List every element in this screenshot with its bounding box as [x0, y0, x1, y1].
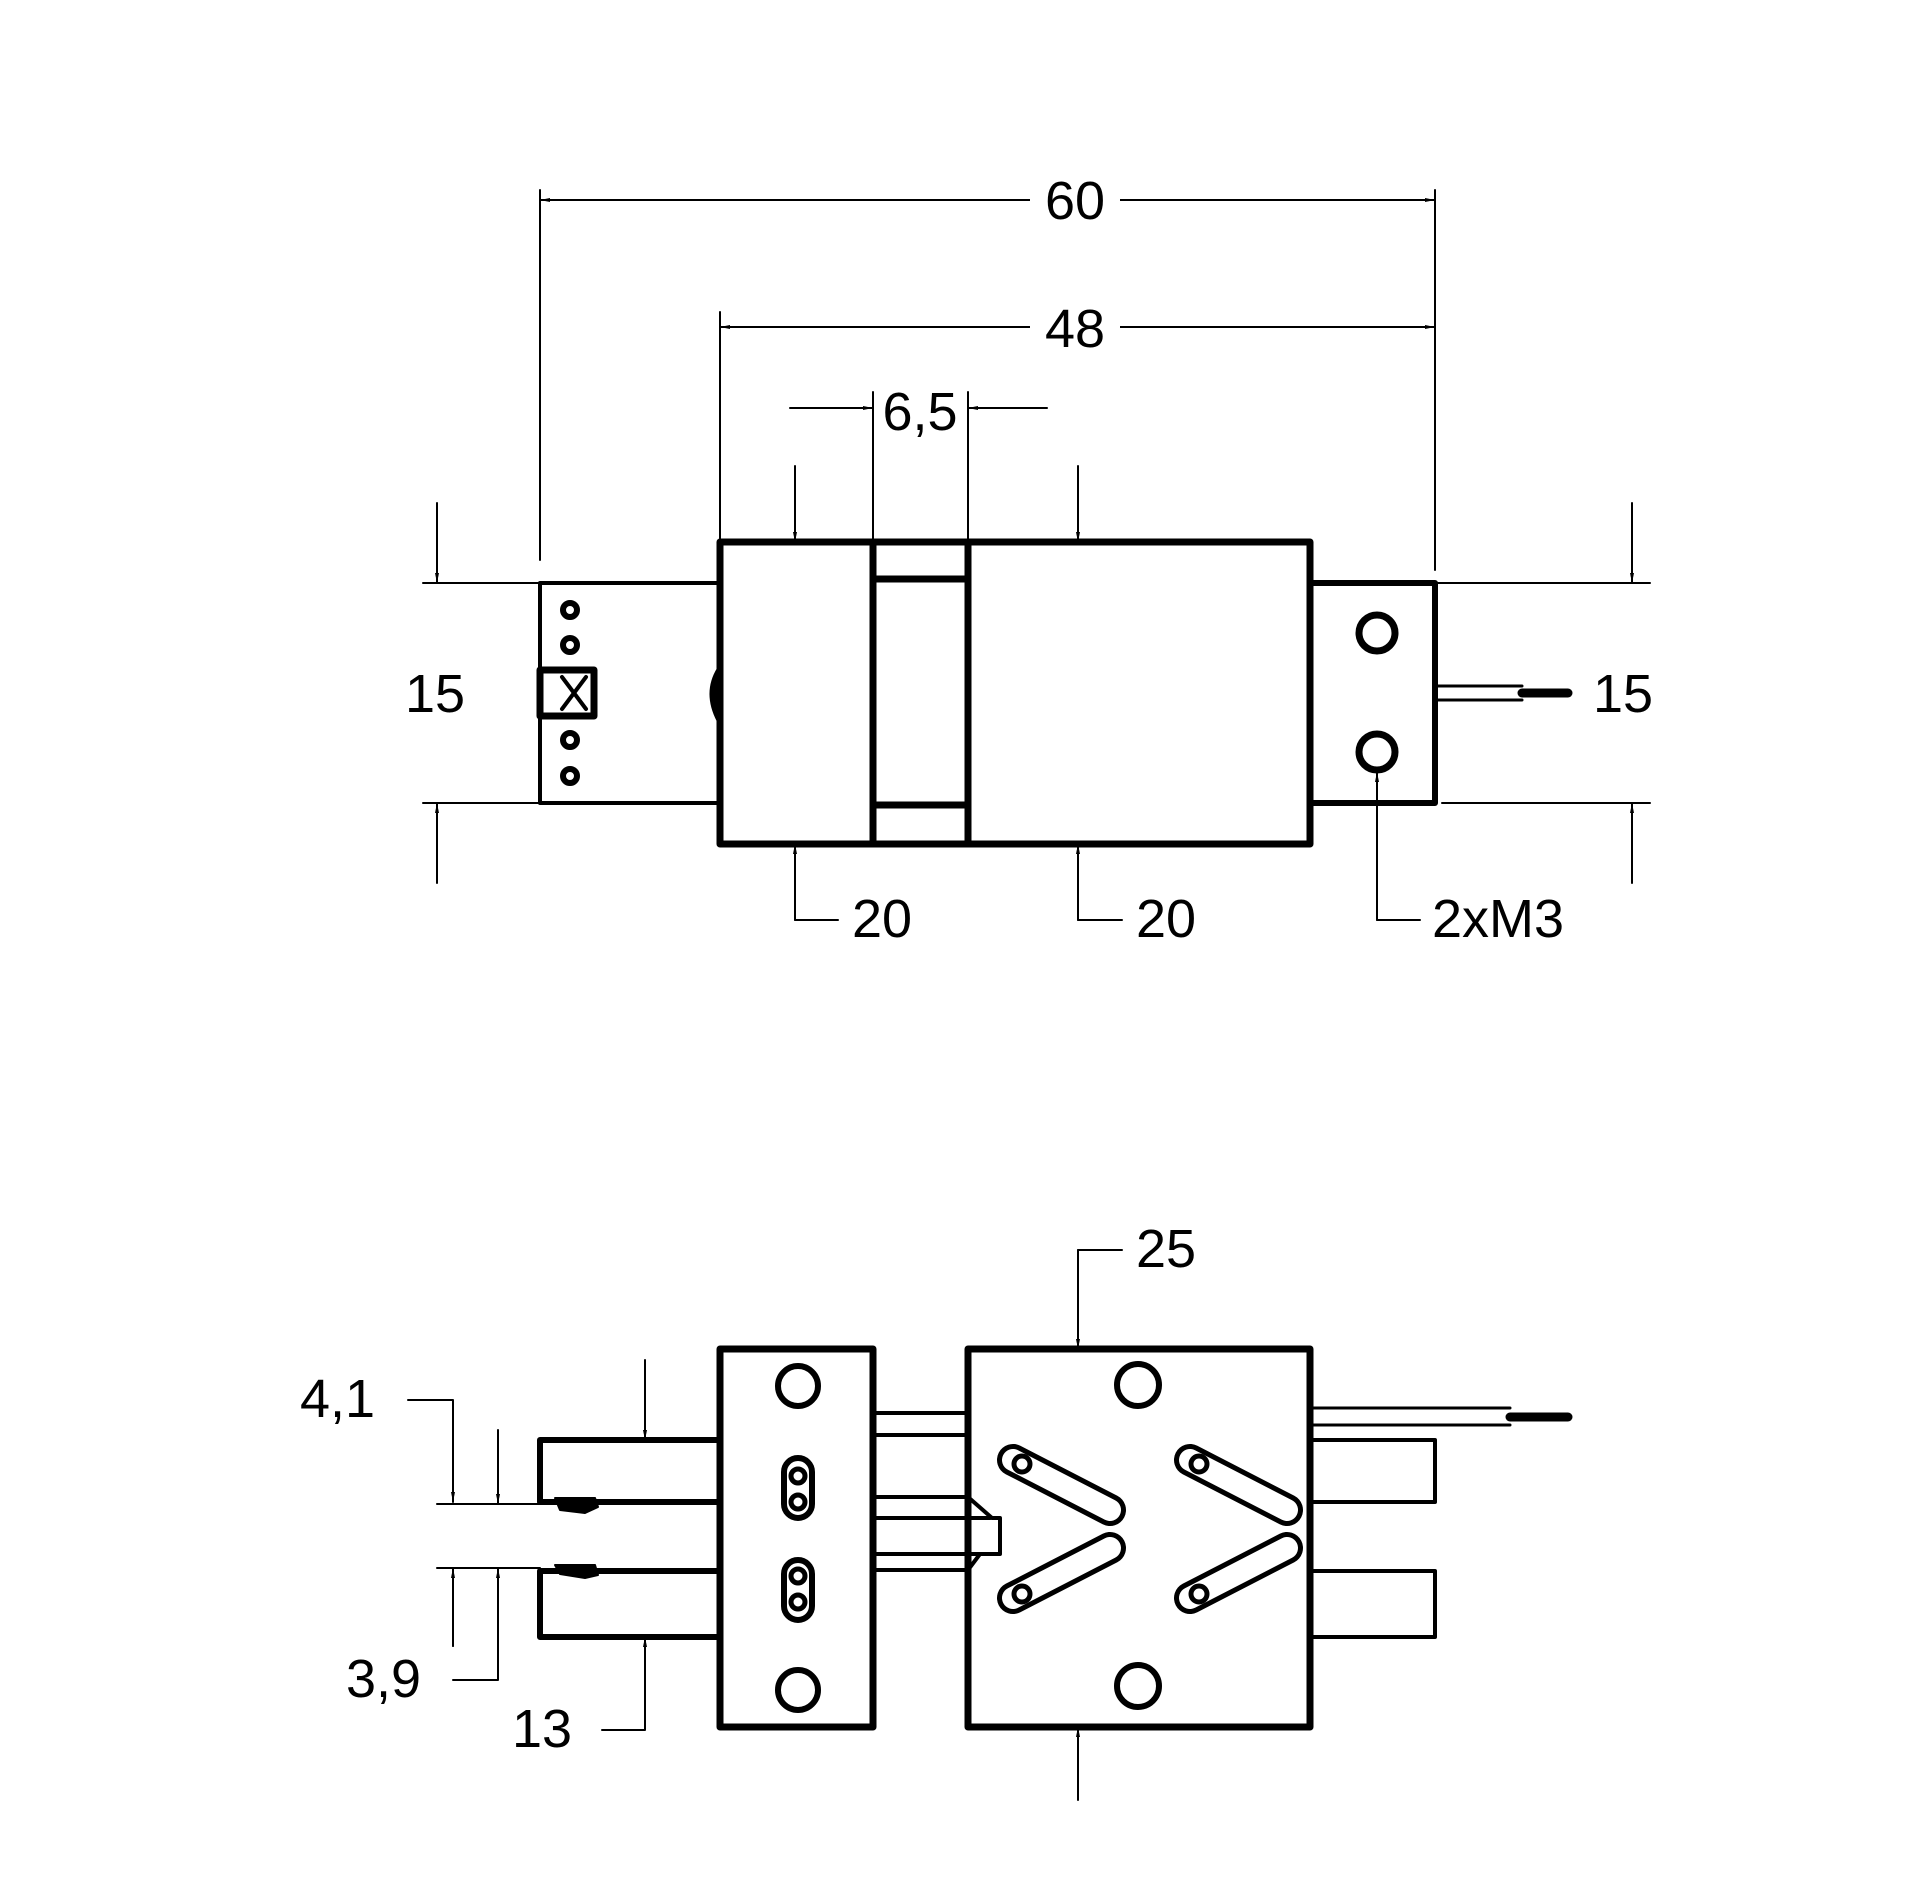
dim-15-left [422, 502, 541, 884]
dim-15-right [1434, 502, 1651, 884]
left-block [716, 538, 877, 848]
dim-6-5 [789, 391, 1048, 541]
dim-60 [539, 189, 1436, 571]
dim-block-left-label: 20 [852, 889, 912, 949]
hole-icon [560, 766, 580, 786]
dim-block-right-label: 20 [1136, 889, 1196, 949]
dim-lower-offset-label: 3,9 [346, 1649, 421, 1709]
dim-gap-label: 6,5 [882, 382, 957, 442]
left-block-side [716, 1345, 877, 1731]
hole-icon [560, 600, 580, 620]
mount-threads-label: 2xM3 [1432, 889, 1564, 949]
bore-icon [1114, 1662, 1162, 1710]
bottom-view [407, 1249, 1573, 1801]
gap-flexure [869, 538, 972, 848]
mount-hole-icon [1355, 730, 1399, 774]
right-arm [1307, 580, 1573, 806]
dim-60-label: 60 [1045, 171, 1105, 231]
bore-icon [775, 1667, 821, 1713]
hole-icon [560, 730, 580, 750]
bore-icon [1114, 1361, 1162, 1409]
hole-icon [560, 635, 580, 655]
top-view [422, 170, 1651, 921]
left-arms-side [537, 1437, 723, 1640]
left-arm [536, 581, 724, 805]
middle-flexure [871, 1411, 1002, 1729]
dim-arm-height-label: 13 [512, 1699, 572, 1759]
bore-icon [775, 1363, 821, 1409]
dim-48-label: 48 [1045, 299, 1105, 359]
dim-width-label: 25 [1136, 1219, 1196, 1279]
dim-height-right-label: 15 [1593, 664, 1653, 724]
mount-hole-icon [1355, 611, 1399, 655]
dim-upper-offset-label: 4,1 [300, 1369, 375, 1429]
right-block-side [964, 1345, 1314, 1731]
dim-small-offsets [407, 1359, 647, 1731]
right-arms-side [1308, 1406, 1573, 1639]
dim-height-left-label: 15 [405, 664, 465, 724]
right-block [964, 538, 1314, 848]
